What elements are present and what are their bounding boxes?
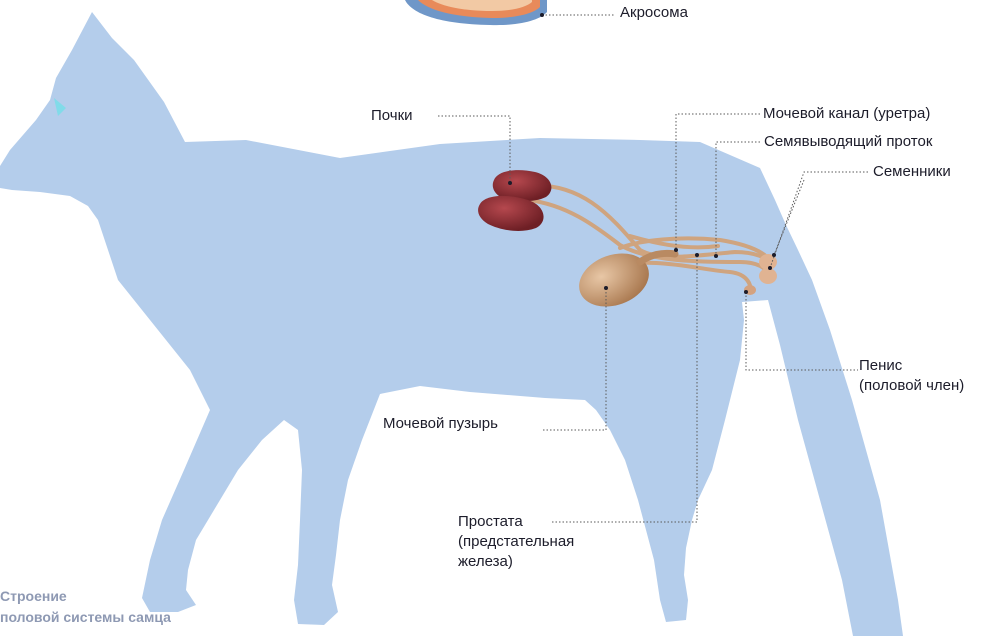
label-penis-line-1: Пенис xyxy=(859,356,964,376)
label-acrosome: Акросома xyxy=(620,3,688,23)
figure-caption: Строение половой системы самца xyxy=(0,586,171,628)
label-prostate-line-3: железа) xyxy=(458,552,574,572)
label-kidneys: Почки xyxy=(371,106,413,126)
label-prostate-line-2: (предстательная xyxy=(458,532,574,552)
label-penis-line-2: (половой член) xyxy=(859,376,964,396)
label-prostate-line-1: Простата xyxy=(458,512,574,532)
label-prostate: Простата (предстательная железа) xyxy=(458,512,574,572)
label-bladder: Мочевой пузырь xyxy=(383,414,498,434)
label-vas-deferens: Семявыводящий проток xyxy=(764,132,932,152)
caption-line-2: половой системы самца xyxy=(0,607,171,628)
caption-line-1: Строение xyxy=(0,586,171,607)
label-penis: Пенис (половой член) xyxy=(859,356,964,396)
label-urethra: Мочевой канал (уретра) xyxy=(763,104,930,124)
label-testes: Семенники xyxy=(873,162,951,182)
acrosome-graphic xyxy=(405,0,547,25)
